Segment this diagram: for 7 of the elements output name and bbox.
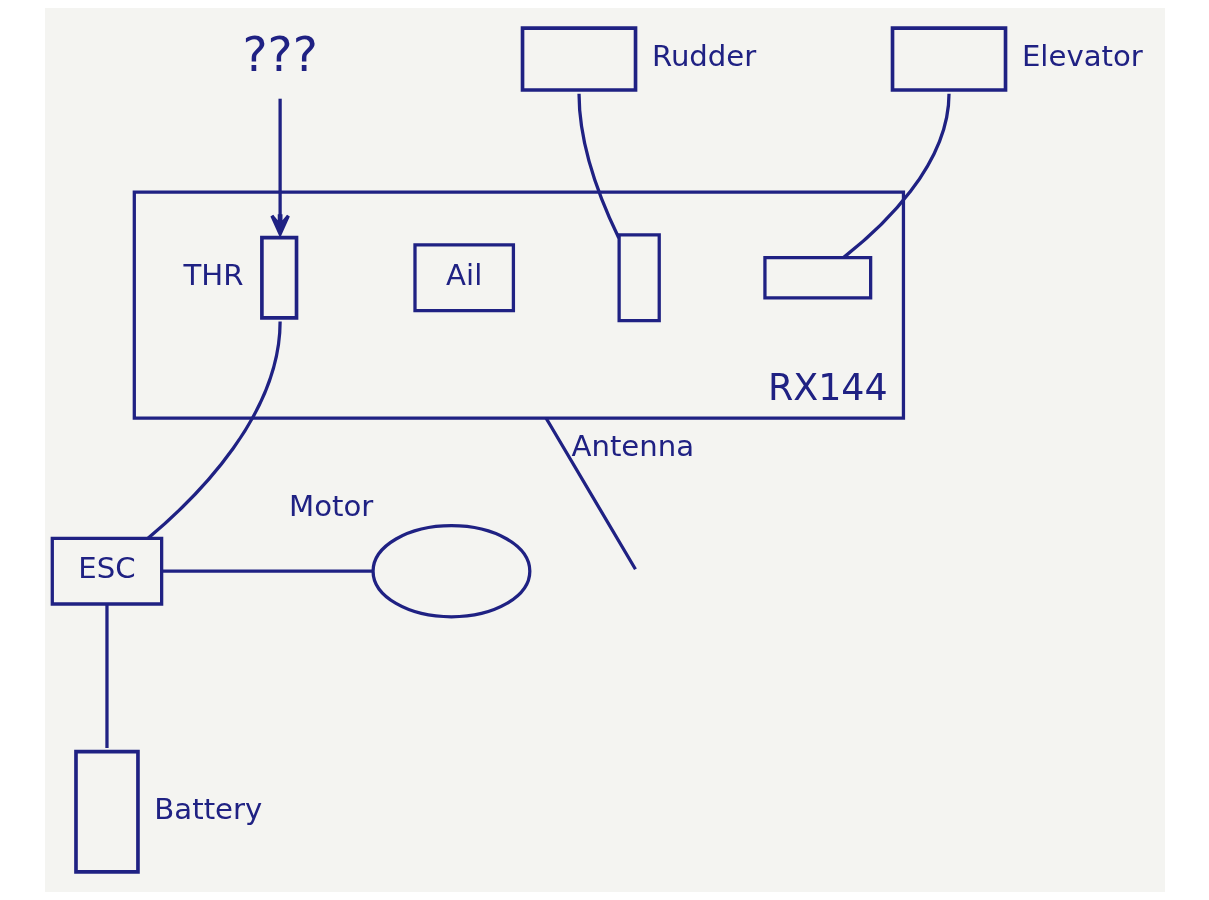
node-label: Elevator (1021, 38, 1143, 73)
node-label: THR (183, 257, 244, 292)
node-label: Rudder (651, 38, 756, 73)
node-label: Battery (153, 791, 262, 826)
node-label: Motor (288, 489, 373, 524)
node-text: ??? (241, 26, 318, 82)
edge-label: Antenna (570, 429, 694, 464)
